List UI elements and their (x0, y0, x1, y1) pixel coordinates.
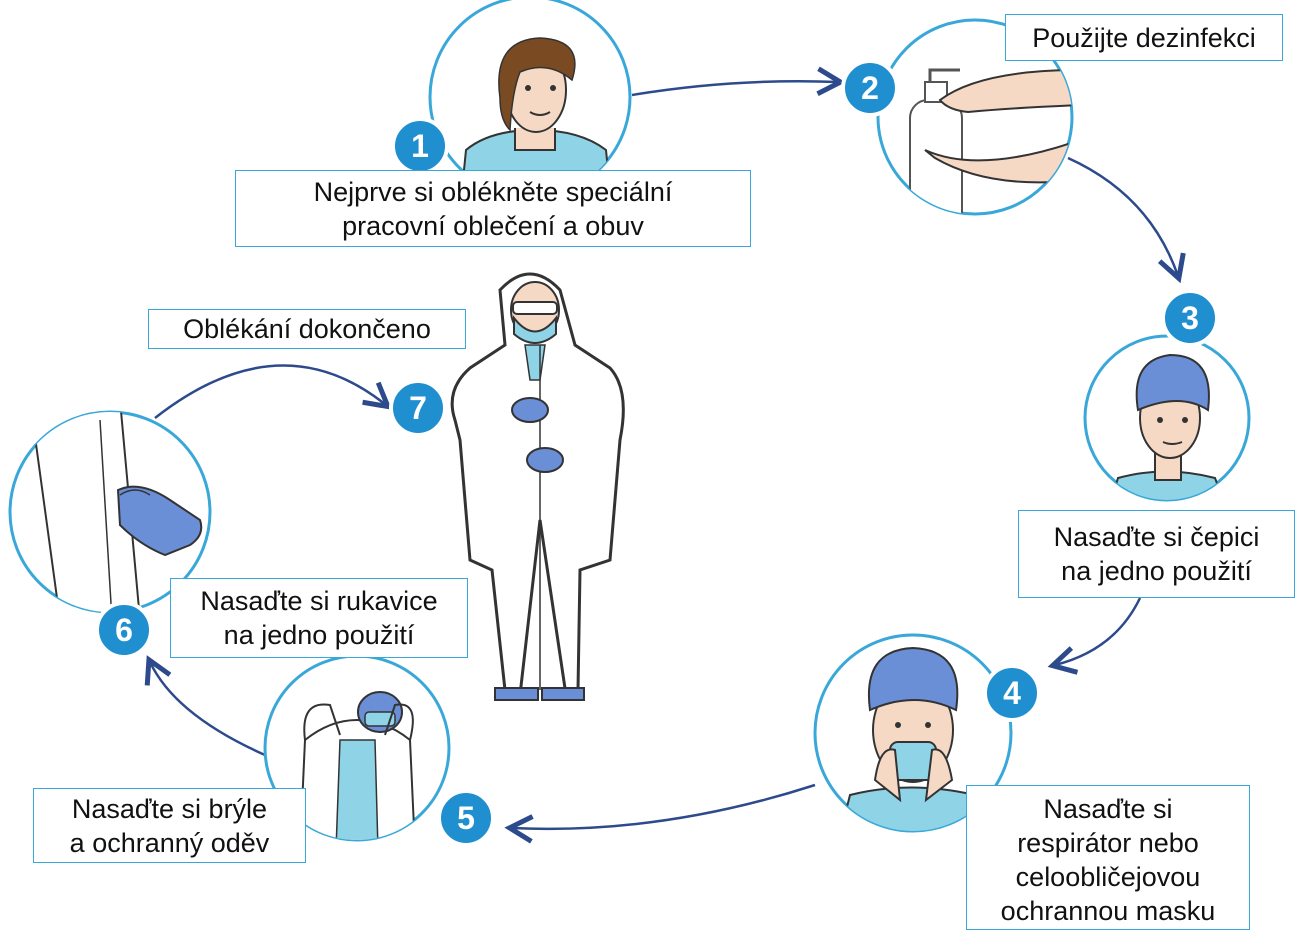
step-2-number: 2 (861, 70, 879, 106)
step-6-label-line: Nasaďte si rukavice (200, 586, 438, 616)
step-7-number: 7 (409, 390, 427, 426)
step-4-label-line: Nasaďte si (1043, 794, 1173, 824)
step-2-illustration (876, 18, 1074, 216)
step-6-number: 6 (115, 612, 133, 648)
step-5-illustration (263, 654, 451, 842)
arrow-3-to-4 (1055, 597, 1142, 665)
step-5-badge: 5 (437, 789, 495, 847)
step-1-label: Nejprve si oblékněte speciální pracovní … (235, 170, 751, 247)
step-7-label-line: Oblékání dokončeno (183, 314, 431, 344)
step-4-illustration (813, 633, 1013, 833)
step-3-label-line: Nasaďte si čepici (1053, 522, 1260, 552)
step-4-badge: 4 (983, 664, 1041, 722)
step-1-label-line: pracovní oblečení a obuv (342, 210, 644, 241)
step-4-label-line: ochrannou masku (1000, 896, 1216, 926)
step-1-number: 1 (411, 128, 429, 164)
step-7-label: Oblékání dokončeno (148, 309, 466, 349)
step-6-label: Nasaďte si rukavice na jedno použití (170, 578, 468, 658)
step-3-illustration (1083, 334, 1251, 502)
arrow-6-to-7 (154, 364, 386, 419)
arrow-4-to-5 (512, 783, 816, 829)
step-badges: 1 2 3 4 5 6 7 (95, 59, 1219, 847)
step-5-label-line: Nasaďte si brýle (71, 793, 268, 824)
flow-arrows (150, 81, 1178, 829)
step-4-label: Nasaďte si respirátor nebo celoobličejov… (966, 785, 1250, 930)
step-4-number: 4 (1003, 675, 1021, 711)
step-3-label: Nasaďte si čepici na jedno použití (1018, 510, 1295, 598)
step-6-label-line: na jedno použití (223, 620, 415, 650)
step-4-label-line: respirátor nebo (1017, 828, 1199, 858)
arrow-5-to-6 (150, 662, 266, 757)
step-4-label-line: celoobličejovou (1015, 862, 1201, 892)
arrow-2-to-3 (1067, 156, 1178, 276)
step-1-badge: 1 (391, 117, 449, 175)
step-2-badge: 2 (841, 59, 899, 117)
step-3-label-line: na jedno použití (1061, 556, 1252, 586)
step-3-badge: 3 (1161, 289, 1219, 347)
step-2-label: Použijte dezinfekci (1005, 14, 1283, 61)
step-5-label: Nasaďte si brýle a ochranný oděv (33, 788, 306, 863)
step-7-illustration (450, 272, 625, 701)
step-2-label-line: Použijte dezinfekci (1032, 22, 1256, 53)
step-6-illustration (8, 410, 212, 614)
step-1-label-line: Nejprve si oblékněte speciální (313, 176, 673, 207)
step-5-number: 5 (457, 800, 475, 836)
step-7-badge: 7 (389, 379, 447, 437)
step-6-badge: 6 (95, 601, 153, 659)
arrow-1-to-2 (631, 81, 838, 97)
step-3-number: 3 (1181, 300, 1199, 336)
step-5-label-line: a ochranný oděv (69, 827, 270, 858)
